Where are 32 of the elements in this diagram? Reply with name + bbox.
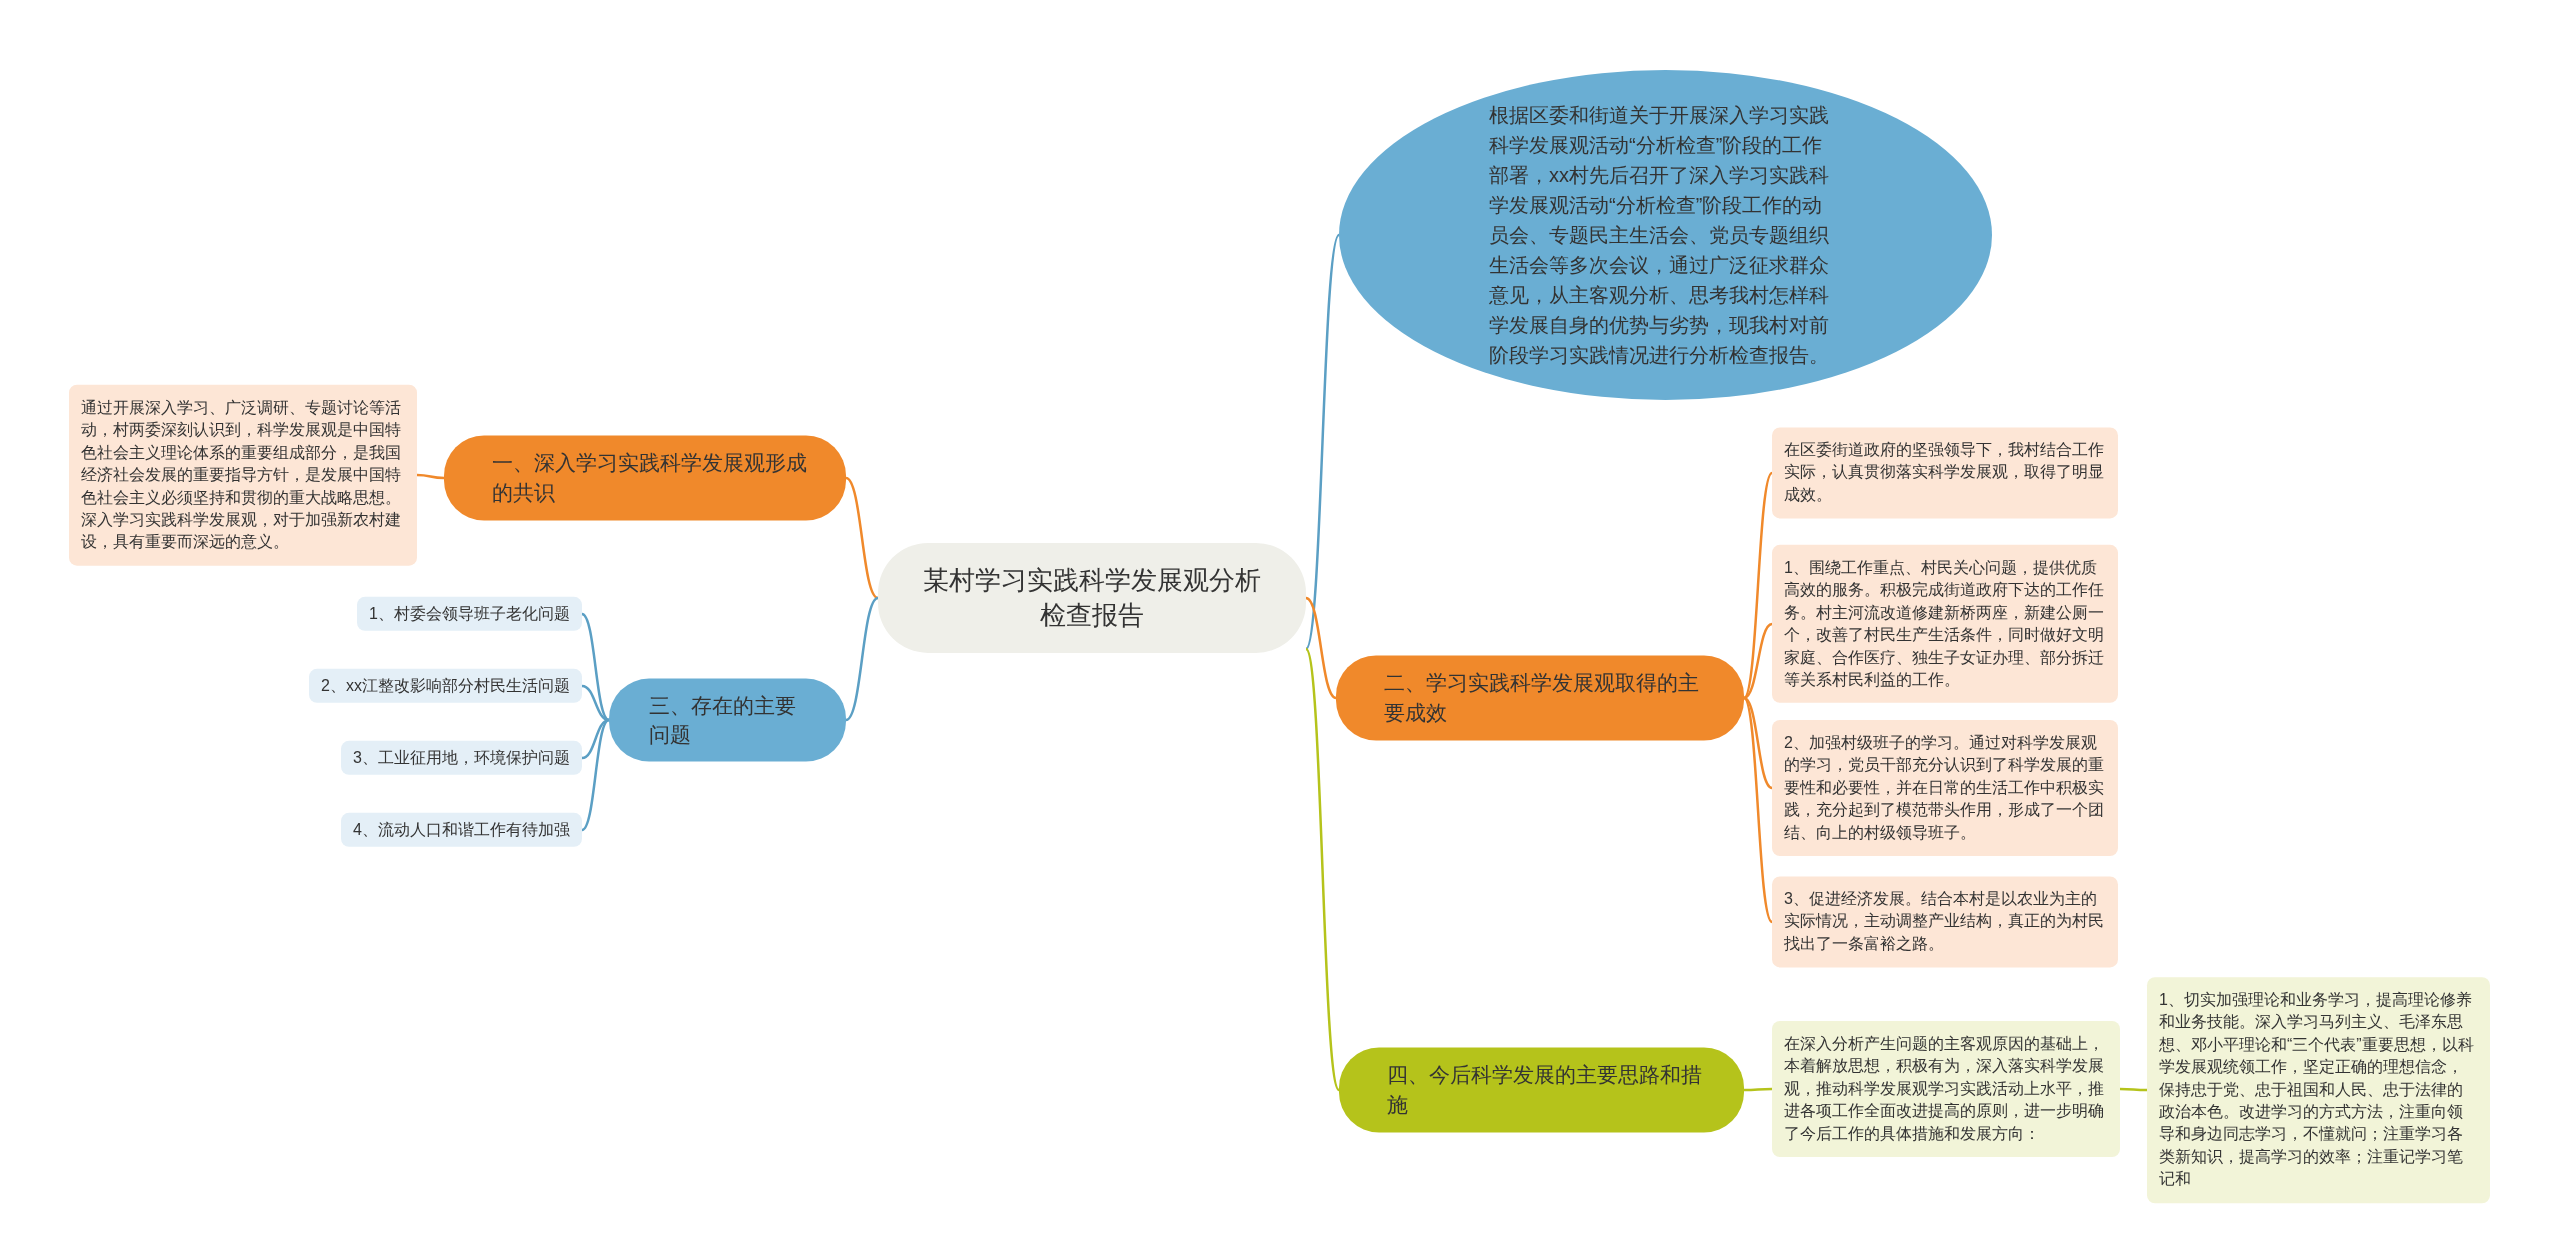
connector-line xyxy=(1304,648,1341,1091)
connector-line xyxy=(581,612,610,722)
detail-note: 在深入分析产生问题的主客观原因的基础上，本着解放思想，积极有为，深入落实科学发展观，推动科学发展观学习实践活动上水平，推进各项工作全面改进提高的原则，进一步明确了今后工作的具体措施和发展方向： xyxy=(1772,1021,2120,1157)
subtopic: 4、流动人口和谐工作有待加强 xyxy=(341,812,582,848)
branch-topic: 二、学习实践科学发展观取得的主要成效 xyxy=(1336,655,1744,741)
subtopic: 1、村委会领导班子老化问题 xyxy=(357,596,582,632)
branch-topic: 三、存在的主要问题 xyxy=(609,678,846,762)
branch-topic: 一、深入学习实践科学发展观形成的共识 xyxy=(444,435,846,521)
connector-line xyxy=(845,596,879,722)
connector-line xyxy=(1743,696,1773,790)
branch-topic: 四、今后科学发展的主要思路和措施 xyxy=(1339,1047,1744,1133)
connector-line xyxy=(1743,472,1773,699)
detail-note: 通过开展深入学习、广泛调研、专题讨论等活动，村两委深刻认识到，科学发展观是中国特色社会主义理论体系的重要组成部分，是我国经济社会发展的重要指导方针，是发展中国特色社会主义必须坚持和贯彻的重大战略思想。深入学习实践科学发展观，对于加强新农村建设，具有重要而深远的意义。 xyxy=(69,384,417,566)
detail-note: 在区委街道政府的坚强领导下，我村结合工作实际，认真贯彻落实科学发展观，取得了明显成效。 xyxy=(1772,427,2118,519)
detail-note: 1、切实加强理论和业务学习，提高理论修养和业务技能。深入学习马列主义、毛泽东思想、邓小平理论和“三个代表”重要思想，以科学发展观统领工作，坚定正确的理想信念，保持忠于党、忠于祖国和人民、忠于法律的政治本色。改进学习的方式方法，注重向领导和身边同志学习，不懂就问；注重学习各类新知识，提高学习的效率；注重记学习笔记和 xyxy=(2147,977,2490,1203)
subtopic: 3、工业征用地，环境保护问题 xyxy=(341,740,582,776)
detail-note: 1、围绕工作重点、村民关心问题，提供优质高效的服务。积极完成街道政府下达的工作任务。村主河流改道修建新桥两座，新建公厕一个，改善了村民生产生活条件，同时做好文明家庭、合作医疗、独生子女证办理、部分拆迁等关系村民利益的工作。 xyxy=(1772,544,2118,704)
summary-ellipse: 根据区委和街道关于开展深入学习实践科学发展观活动“分析检查”阶段的工作部署，xx村先后召开了深入学习实践科学发展观活动“分析检查”阶段工作的动员会、专题民主生活会、党员专题组织生活会等多次会议，通过广泛征求群众意见，从主客观分析、思考我村怎样科学发展自身的优势与劣势，现我村对前阶段学习实践情况进行分析检查报告。 xyxy=(1339,70,1992,400)
connector-line xyxy=(416,473,445,480)
detail-note: 3、促进经济发展。结合本村是以农业为主的实际情况，主动调整产业结构，真正的为村民找出了一条富裕之路。 xyxy=(1772,876,2118,968)
connector-line xyxy=(1305,596,1337,700)
connector-line xyxy=(845,476,879,600)
connector-line xyxy=(1743,622,1773,700)
detail-note: 2、加强村级班子的学习。通过对科学发展观的学习，党员干部充分认识到了科学发展的重要性和必要性，并在日常的生活工作中积极实践，充分起到了模范带头作用，形成了一个团结、向上的村级领导班子。 xyxy=(1772,720,2118,856)
connector-line xyxy=(1743,697,1773,923)
connector-line xyxy=(581,718,610,832)
central-topic: 某村学习实践科学发展观分析检查报告 xyxy=(878,542,1306,654)
connector-line xyxy=(1744,1087,1772,1092)
connector-line xyxy=(1304,234,1341,650)
subtopic: 2、xx江整改影响部分村民生活问题 xyxy=(309,668,582,704)
connector-line xyxy=(581,684,610,722)
connector-line xyxy=(2120,1087,2147,1092)
